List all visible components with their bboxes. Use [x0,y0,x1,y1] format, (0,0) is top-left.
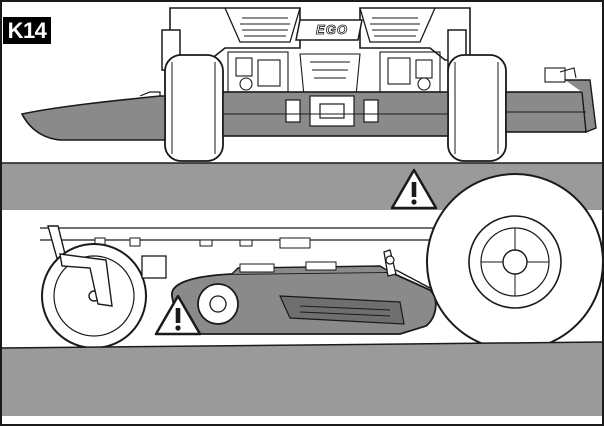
front-wheel-right [447,54,507,162]
side-view-panel [1,173,604,416]
side-discharge-chute [20,95,166,141]
front-wheel-left [164,54,224,162]
figure-label: K14 [3,17,51,44]
front-view-panel [2,7,602,210]
chassis-right [359,7,471,61]
logo-plate [295,19,363,41]
ground-band-bottom [2,342,602,416]
brand-logo-text: EGO [316,22,348,38]
